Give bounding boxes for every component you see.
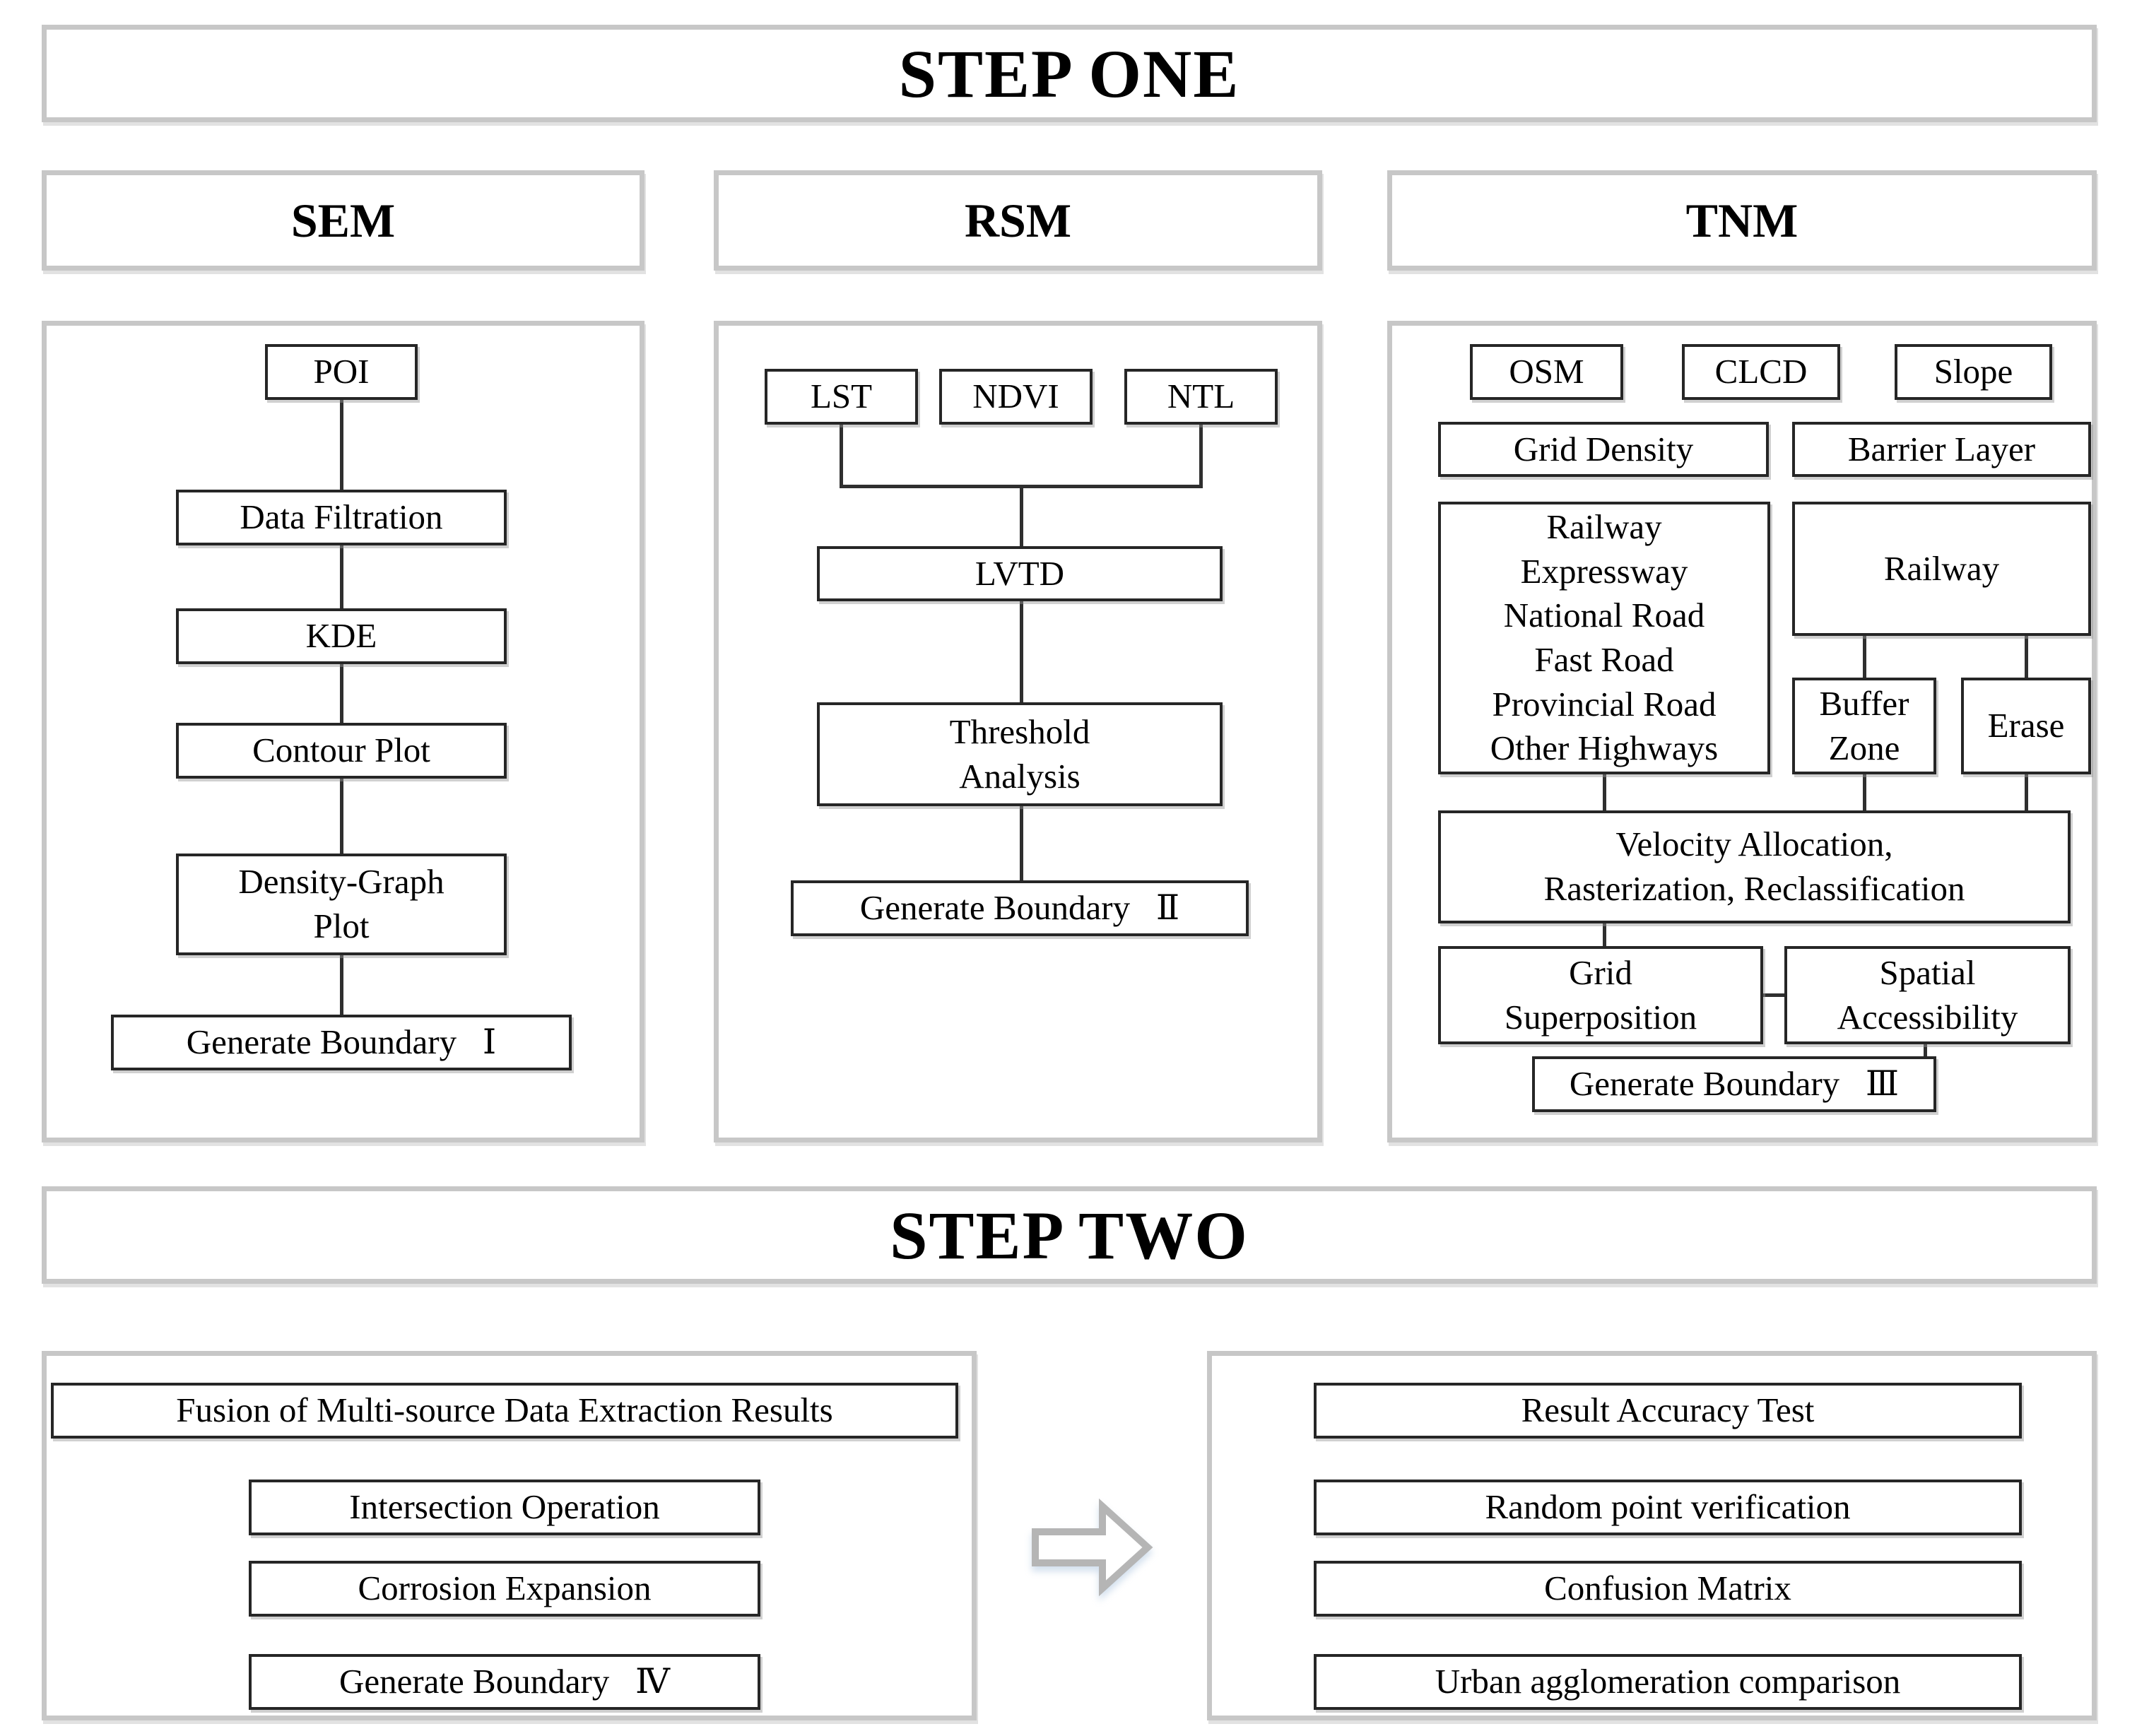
box-confusion-matrix: Confusion Matrix: [1314, 1561, 2022, 1617]
box-lst: LST: [765, 369, 918, 425]
box-buffer-zone: Buffer Zone: [1792, 678, 1936, 774]
box-result-accuracy-test: Result Accuracy Test: [1314, 1383, 2022, 1439]
connector-velocity-grid: [1603, 921, 1606, 949]
connector-railway-erase: [2025, 634, 2028, 680]
tnm-header: TNM: [1387, 170, 2097, 271]
connector-erase-velocity: [2025, 772, 2028, 813]
connector-rsm-lst: [840, 423, 843, 488]
box-generate-boundary-3: Generate Boundary Ⅲ: [1532, 1056, 1936, 1112]
box-osm: OSM: [1470, 344, 1623, 400]
connector-buffer-velocity: [1863, 772, 1866, 813]
connector-rsm-to-lvtd: [1020, 485, 1023, 549]
box-generate-boundary-1: Generate Boundary Ⅰ: [111, 1015, 572, 1070]
box-density-graph-plot: Density-Graph Plot: [176, 854, 507, 955]
connector-railway-buffer: [1863, 634, 1866, 680]
step-two-title: STEP TWO: [42, 1186, 2097, 1284]
connector-sem-main: [340, 396, 343, 1017]
box-slope: Slope: [1895, 344, 2052, 400]
box-generate-boundary-2: Generate Boundary Ⅱ: [791, 880, 1249, 936]
box-ndvi: NDVI: [939, 369, 1093, 425]
box-fusion-results: Fusion of Multi-source Data Extraction R…: [51, 1383, 958, 1439]
rsm-header: RSM: [714, 170, 1322, 271]
box-corrosion-expansion: Corrosion Expansion: [249, 1561, 760, 1617]
box-clcd: CLCD: [1682, 344, 1840, 400]
box-barrier-layer: Barrier Layer: [1792, 422, 2091, 477]
step-one-title: STEP ONE: [42, 25, 2097, 122]
box-generate-boundary-4: Generate Boundary Ⅳ: [249, 1654, 760, 1710]
box-ntl: NTL: [1124, 369, 1278, 425]
sem-header: SEM: [42, 170, 644, 271]
box-lvtd: LVTD: [817, 546, 1223, 601]
box-spatial-accessibility: Spatial Accessibility: [1784, 946, 2071, 1044]
box-velocity-allocation: Velocity Allocation, Rasterization, Recl…: [1438, 810, 2071, 923]
connector-spatial-boundary: [1924, 1042, 1927, 1059]
box-contour-plot: Contour Plot: [176, 723, 507, 779]
connector-roads-velocity: [1603, 772, 1606, 813]
connector-grid-spatial: [1762, 993, 1787, 997]
box-road-types: Railway Expressway National Road Fast Ro…: [1438, 502, 1770, 774]
box-data-filtration: Data Filtration: [176, 490, 507, 545]
box-erase: Erase: [1961, 678, 2091, 774]
box-intersection-operation: Intersection Operation: [249, 1480, 760, 1535]
flow-arrow-icon: [1032, 1498, 1153, 1597]
box-poi: POI: [265, 344, 418, 400]
box-kde: KDE: [176, 608, 507, 664]
box-random-point-verification: Random point verification: [1314, 1480, 2022, 1535]
box-railway: Railway: [1792, 502, 2091, 636]
box-threshold-analysis: Threshold Analysis: [817, 702, 1223, 806]
box-grid-superposition: Grid Superposition: [1438, 946, 1763, 1044]
connector-rsm-ntl: [1199, 423, 1203, 488]
box-grid-density: Grid Density: [1438, 422, 1769, 477]
box-urban-agglomeration-comparison: Urban agglomeration comparison: [1314, 1654, 2022, 1710]
